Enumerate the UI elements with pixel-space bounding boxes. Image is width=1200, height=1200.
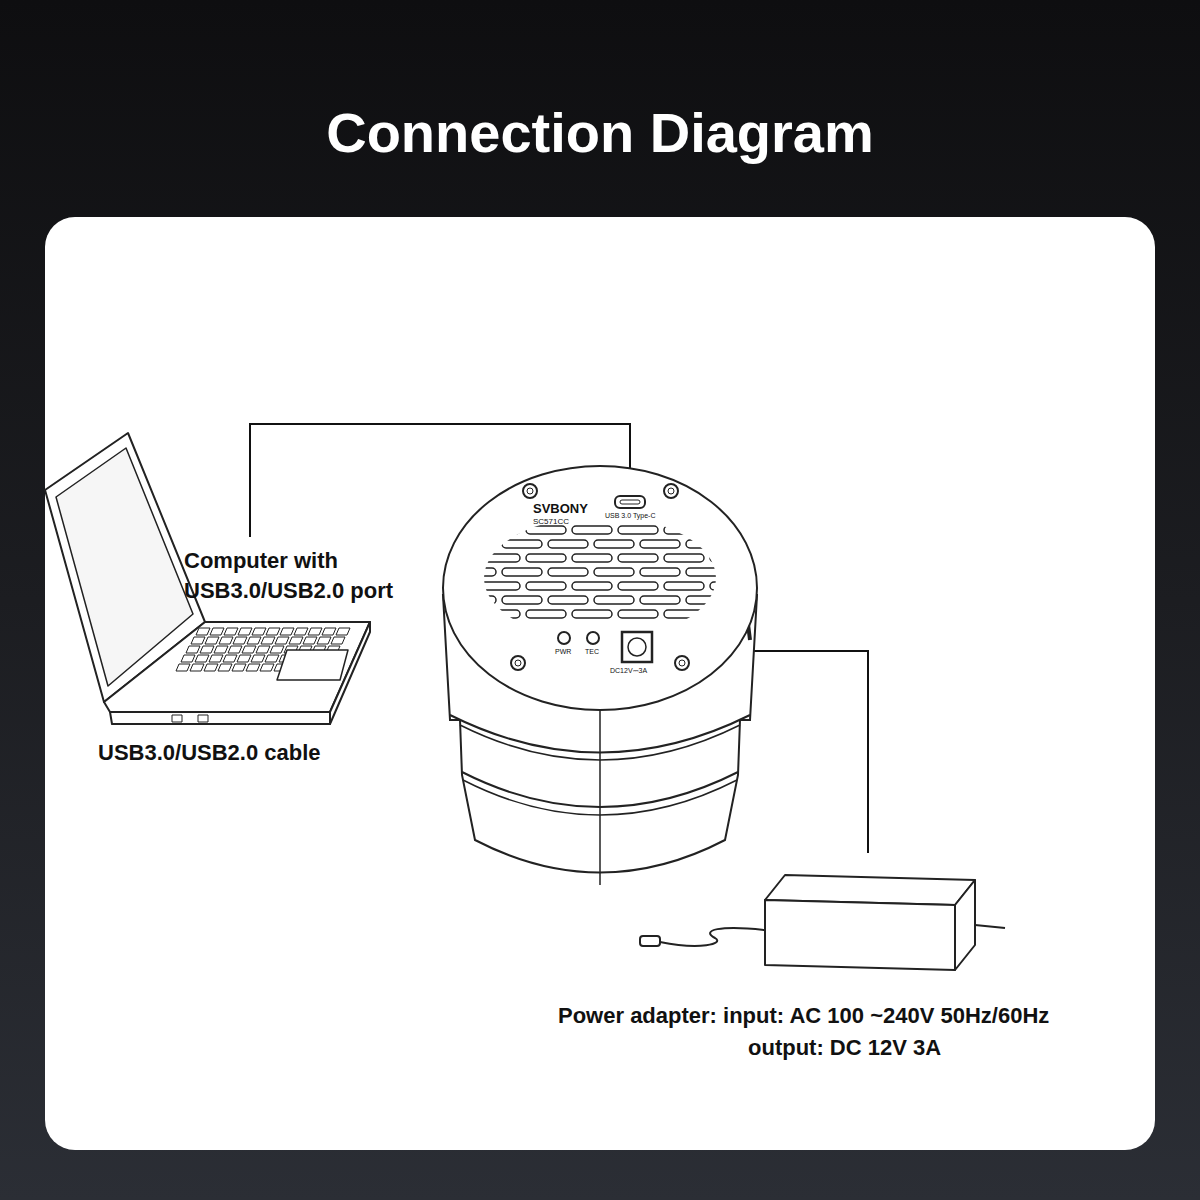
- power-port-label: DC12V⎓3A: [610, 666, 647, 675]
- power-adapter: [640, 875, 1005, 970]
- cable-label: USB3.0/USB2.0 cable: [98, 738, 321, 768]
- model-label: SC571CC: [533, 517, 569, 527]
- port-label: USB 3.0 Type-C: [605, 511, 655, 520]
- camera: [434, 466, 772, 885]
- led-label: PWR: [555, 647, 571, 656]
- adapter-input-label: Power adapter: input: AC 100 ~240V 50Hz/…: [558, 1001, 1049, 1031]
- brand-mark: SVBONY: [533, 502, 588, 516]
- led-label: TEC: [585, 647, 599, 656]
- computer-label: Computer with USB3.0/USB2.0 port: [184, 546, 446, 606]
- page-title: Connection Diagram: [0, 98, 1200, 168]
- adapter-output-label: output: DC 12V 3A: [748, 1033, 941, 1063]
